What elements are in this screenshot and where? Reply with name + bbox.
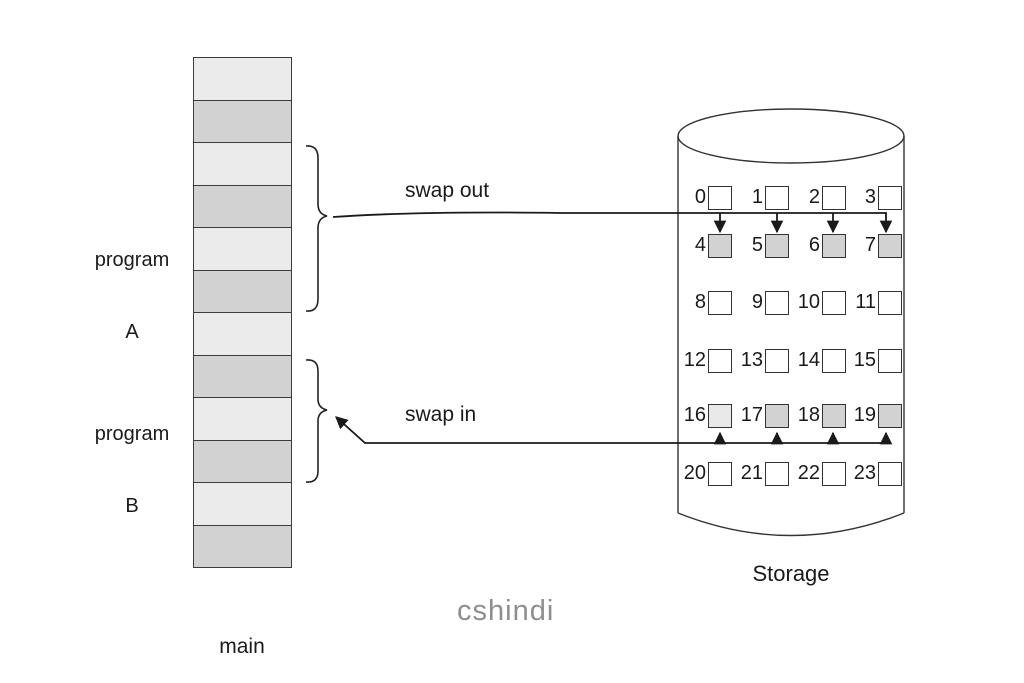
storage-slot-6: [822, 234, 846, 258]
storage-slot-16: [708, 404, 732, 428]
program-a-line1: program: [94, 249, 170, 271]
storage-slot-21: [765, 462, 789, 486]
storage-slot-13: [765, 349, 789, 373]
main-memory-column: [193, 57, 292, 568]
memory-cell-6: [194, 312, 291, 355]
storage-slot-number: 15: [853, 349, 876, 371]
storage-slot-number: 19: [853, 404, 876, 426]
storage-slot-12: [708, 349, 732, 373]
program-a-label: program A: [62, 200, 202, 392]
memory-cell-4: [194, 227, 291, 270]
storage-slot-number: 7: [864, 234, 876, 256]
storage-slot-number: 23: [853, 462, 876, 484]
program-b-line2: B: [125, 495, 139, 517]
storage-slot-20: [708, 462, 732, 486]
storage-slot-number: 22: [797, 462, 820, 484]
cylinder-bottom-arc: [677, 512, 905, 537]
memory-cell-5: [194, 269, 291, 312]
storage-slot-number: 10: [797, 291, 820, 313]
storage-slot-number: 12: [683, 349, 706, 371]
storage-slot-number: 11: [855, 291, 876, 313]
storage-slot-3: [878, 186, 902, 210]
swap-in-arrow: [335, 416, 893, 445]
storage-label: Storage: [752, 561, 830, 586]
program-b-line1: program: [94, 423, 170, 445]
storage-cylinder: [677, 108, 905, 537]
storage-slot-7: [878, 234, 902, 258]
cylinder-top-ellipse: [677, 108, 905, 164]
program-a-brace: [305, 145, 328, 312]
storage-slot-number: 17: [740, 404, 763, 426]
storage-slot-number: 0: [694, 186, 706, 208]
main-memory-line1: main: [219, 635, 265, 658]
storage-slot-number: 8: [694, 291, 706, 313]
memory-cell-9: [194, 439, 291, 482]
memory-cell-3: [194, 184, 291, 227]
storage-slot-number: 13: [740, 349, 763, 371]
swap-out-arrow: [332, 211, 893, 234]
storage-slot-10: [822, 291, 846, 315]
storage-slot-11: [878, 291, 902, 315]
storage-slot-18: [822, 404, 846, 428]
storage-slot-1: [765, 186, 789, 210]
storage-slot-number: 20: [683, 462, 706, 484]
storage-slot-number: 6: [808, 234, 820, 256]
storage-slot-23: [878, 462, 902, 486]
memory-cell-10: [194, 482, 291, 525]
program-b-label: program B: [62, 374, 202, 566]
storage-slot-5: [765, 234, 789, 258]
storage-slot-number: 21: [740, 462, 763, 484]
memory-cell-2: [194, 142, 291, 185]
storage-slot-number: 4: [694, 234, 706, 256]
storage-slot-number: 2: [808, 186, 820, 208]
storage-slot-19: [878, 404, 902, 428]
storage-slot-number: 1: [751, 186, 763, 208]
program-b-brace: [305, 359, 328, 483]
storage-slot-number: 3: [864, 186, 876, 208]
main-memory-label: main memory: [172, 582, 312, 683]
storage-slot-4: [708, 234, 732, 258]
memory-cell-0: [194, 58, 291, 100]
storage-slot-number: 5: [751, 234, 763, 256]
storage-slot-8: [708, 291, 732, 315]
storage-slot-number: 9: [751, 291, 763, 313]
storage-slot-22: [822, 462, 846, 486]
storage-slot-15: [878, 349, 902, 373]
watermark-text: cshindi: [457, 595, 555, 627]
swap-out-label: swap out: [405, 179, 490, 202]
storage-slot-2: [822, 186, 846, 210]
storage-slot-9: [765, 291, 789, 315]
memory-cell-8: [194, 397, 291, 440]
memory-cell-7: [194, 354, 291, 397]
storage-slot-14: [822, 349, 846, 373]
storage-slot-number: 14: [797, 349, 820, 371]
storage-slot-number: 16: [683, 404, 706, 426]
program-a-line2: A: [125, 321, 139, 343]
memory-cell-1: [194, 99, 291, 142]
swap-in-label: swap in: [405, 403, 477, 426]
storage-slot-number: 18: [797, 404, 820, 426]
memory-cell-11: [194, 524, 291, 567]
storage-slot-0: [708, 186, 732, 210]
storage-slot-17: [765, 404, 789, 428]
